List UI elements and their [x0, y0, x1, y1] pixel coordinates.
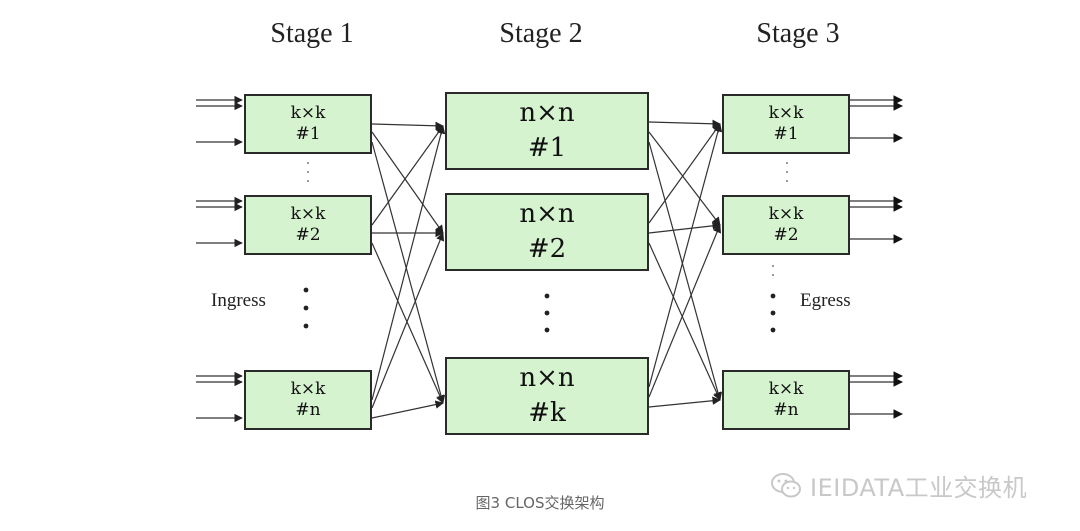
- stage2-switch-k: n×n #k: [445, 357, 649, 435]
- switch-index: #n: [773, 400, 799, 420]
- stage2-to-stage3-link: [648, 396, 721, 408]
- stage1-to-stage2-link: [371, 141, 446, 404]
- ellipsis-dot: [303, 287, 309, 293]
- ellipsis-dot: [770, 310, 776, 316]
- stage-1-title: Stage 1: [270, 18, 354, 49]
- ellipsis-dot: [307, 180, 309, 182]
- switch-size: k×k: [290, 203, 326, 224]
- ellipsis-dot: [303, 305, 309, 311]
- ellipsis-dot: [544, 327, 550, 333]
- stage2-to-stage3-link: [648, 221, 721, 234]
- stage2-to-stage3-link: [648, 224, 721, 398]
- ellipsis-dot: [772, 265, 774, 267]
- stage1-to-stage2-link: [371, 125, 446, 401]
- ellipsis-dot: [307, 171, 309, 173]
- ellipsis-dot: [786, 171, 788, 173]
- stage1-switch-n: k×k #n: [244, 370, 372, 430]
- stage2-to-stage3-link: [648, 242, 721, 401]
- stage1-to-stage2-link: [371, 232, 445, 409]
- stage1-to-stage2-link: [371, 131, 444, 234]
- ellipsis-dot: [307, 162, 309, 164]
- stage3-switch-n: k×k #n: [722, 370, 850, 430]
- watermark-text: IEIDATA工业交换机: [810, 474, 1028, 502]
- switch-index: #k: [528, 398, 566, 428]
- ellipsis-dot: [770, 327, 776, 333]
- switch-size: n×n: [519, 198, 575, 229]
- ingress-label: Ingress: [211, 290, 266, 311]
- wechat-icon: [771, 472, 801, 497]
- stage3-switch-1: k×k #1: [722, 94, 850, 154]
- stage3-switch-2: k×k #2: [722, 195, 850, 255]
- ellipsis-dot: [303, 323, 309, 329]
- stage2-to-stage3-link: [648, 131, 721, 226]
- switch-size: k×k: [290, 102, 326, 123]
- switch-size: k×k: [768, 203, 804, 224]
- ellipsis-dot: [770, 293, 776, 299]
- ellipsis-dot: [786, 162, 788, 164]
- switch-index: #2: [773, 225, 799, 245]
- ellipsis-dot: [544, 310, 550, 316]
- switch-size: k×k: [290, 378, 326, 399]
- switch-index: #1: [295, 124, 321, 144]
- stage-3-title: Stage 3: [756, 18, 840, 49]
- switch-size: n×n: [519, 97, 575, 128]
- figure-caption: 图3 CLOS交换架构: [475, 494, 605, 512]
- stage1-to-stage2-link: [371, 125, 444, 226]
- stage2-to-stage3-link: [648, 119, 721, 128]
- stage2-switch-1: n×n #1: [445, 92, 649, 170]
- switch-index: #n: [295, 400, 321, 420]
- watermark: IEIDATA工业交换机: [770, 468, 1027, 503]
- stage1-switch-2: k×k #2: [244, 195, 372, 255]
- stage1-to-stage2-link: [371, 400, 444, 419]
- stage1-switch-1: k×k #1: [244, 94, 372, 154]
- switch-index: #1: [773, 124, 799, 144]
- switch-size: n×n: [519, 362, 575, 393]
- egress-label: Egress: [800, 290, 851, 311]
- switch-size: k×k: [768, 378, 804, 399]
- switch-index: #2: [295, 225, 321, 245]
- stage2-to-stage3-link: [648, 141, 723, 401]
- stage2-to-stage3-link: [648, 123, 723, 388]
- stage1-to-stage2-link: [371, 242, 444, 404]
- stage1-to-stage2-link: [371, 121, 444, 130]
- stage2-switch-2: n×n #2: [445, 193, 649, 271]
- switch-size: k×k: [768, 102, 804, 123]
- stage-2-title: Stage 2: [499, 18, 583, 49]
- ellipsis-dot: [544, 293, 550, 299]
- ellipsis-dot: [772, 274, 774, 276]
- ellipsis-dot: [786, 180, 788, 182]
- stage2-to-stage3-link: [648, 123, 721, 224]
- switch-index: #2: [527, 234, 567, 264]
- switch-index: #1: [527, 133, 567, 163]
